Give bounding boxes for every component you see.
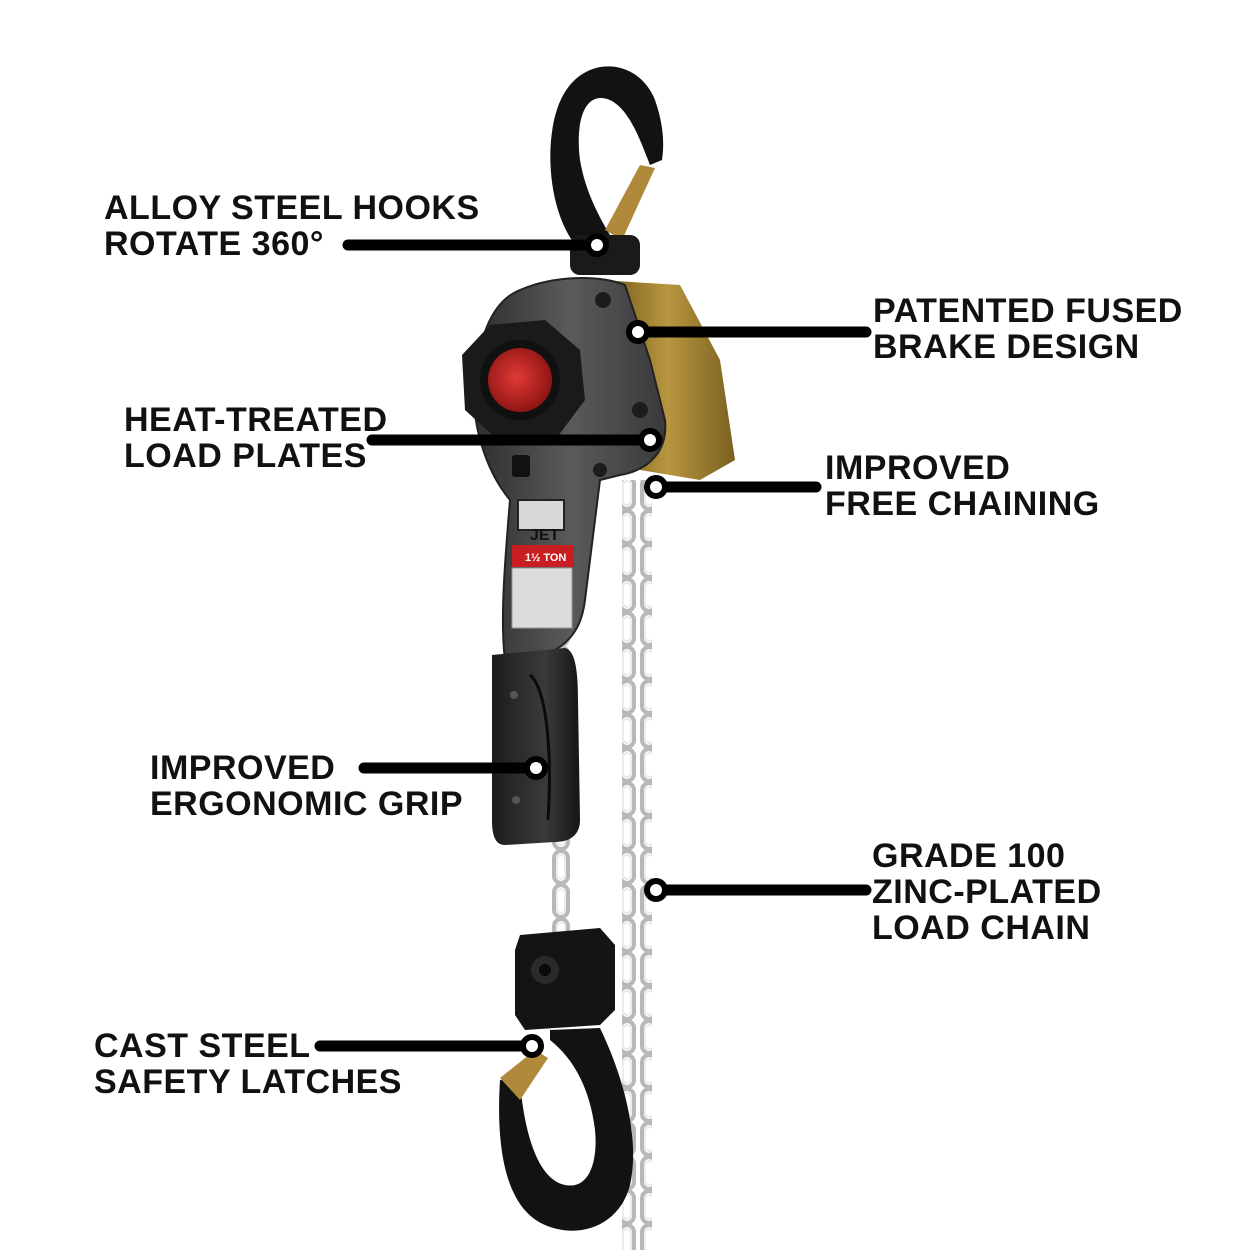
leader-dots (520, 233, 668, 1058)
callout-grip: IMPROVED ERGONOMIC GRIP (150, 750, 463, 822)
callout-latches: CAST STEEL SAFETY LATCHES (94, 1028, 402, 1100)
callout-chain-line1: GRADE 100 (872, 837, 1066, 875)
bottom-block (515, 928, 615, 1030)
callout-brake-line2: BRAKE DESIGN (873, 328, 1140, 366)
callout-plates: HEAT-TREATED LOAD PLATES (124, 402, 388, 474)
callout-chain-line3: LOAD CHAIN (872, 909, 1091, 947)
callout-plates-line1: HEAT-TREATED (124, 401, 388, 439)
callout-chaining: IMPROVED FREE CHAINING (825, 450, 1100, 522)
callout-chain-line2: ZINC-PLATED (872, 873, 1102, 911)
brand-mark: JET (530, 527, 560, 544)
callout-latches-line1: CAST STEEL (94, 1027, 311, 1065)
callout-plates-line2: LOAD PLATES (124, 437, 367, 475)
callout-chain: GRADE 100 ZINC-PLATED LOAD CHAIN (872, 838, 1102, 946)
callout-brake-line1: PATENTED FUSED (873, 292, 1183, 330)
callout-chaining-line1: IMPROVED (825, 449, 1011, 487)
callout-latches-line2: SAFETY LATCHES (94, 1063, 402, 1101)
callout-brake: PATENTED FUSED BRAKE DESIGN (873, 293, 1183, 365)
callout-hooks: ALLOY STEEL HOOKS ROTATE 360° (104, 190, 480, 262)
callout-grip-line1: IMPROVED (150, 749, 336, 787)
label-plate (511, 455, 574, 629)
bottom-hook (499, 1028, 634, 1231)
callout-hooks-line1: ALLOY STEEL HOOKS (104, 189, 480, 227)
capacity-mark: 1½ TON (525, 552, 566, 564)
callout-hooks-line2: ROTATE 360° (104, 225, 324, 263)
leader-lines (314, 239, 872, 1052)
callout-chaining-line2: FREE CHAINING (825, 485, 1100, 523)
ergonomic-grip (492, 648, 580, 845)
release-knob (462, 320, 585, 442)
callout-grip-line2: ERGONOMIC GRIP (150, 785, 464, 823)
